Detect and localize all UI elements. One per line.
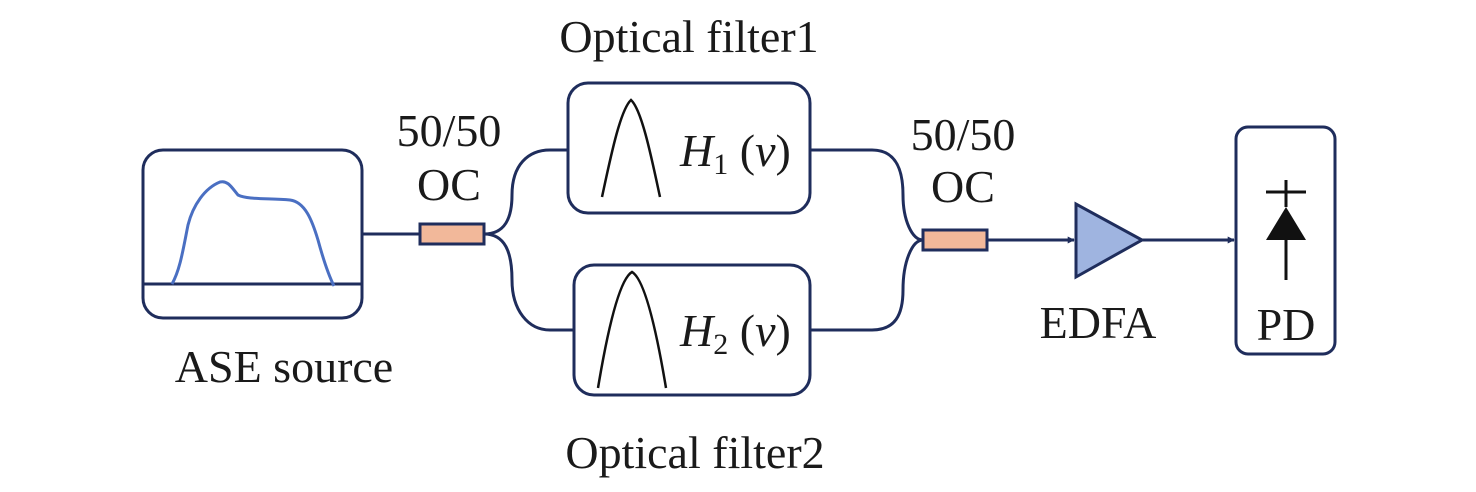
- h1-symbol: H: [680, 125, 714, 176]
- diode-icon: [1266, 207, 1306, 240]
- ase-spectrum-curve: [170, 180, 336, 287]
- output-coupler-name: OC: [931, 161, 995, 212]
- filter1-response-curve: [600, 98, 662, 198]
- fiber-filter2-to-coupler: [810, 238, 924, 332]
- input-coupler-ratio: 50/50: [396, 105, 502, 156]
- ase-source-block: [141, 148, 364, 320]
- ase-source-box: [141, 148, 364, 320]
- h2-argument: v: [755, 305, 776, 356]
- output-coupler-ratio: 50/50: [910, 109, 1016, 160]
- h1-argument: v: [755, 125, 776, 176]
- h2-symbol: H: [680, 305, 714, 356]
- fiber-coupler-to-filter1: [483, 148, 568, 236]
- h1-index: 1: [713, 148, 729, 181]
- ase-source-label: ASE source: [174, 341, 394, 392]
- optical-filter1-block: [566, 81, 812, 215]
- h2-index: 2: [713, 328, 729, 361]
- photodetector-block: [1234, 125, 1337, 356]
- fiber-coupler-to-filter2: [483, 232, 574, 332]
- filter2-transfer-function: H2 (v): [680, 305, 791, 361]
- pd-label: PD: [1256, 299, 1316, 350]
- filter2-label: Optical filter2: [565, 427, 825, 478]
- filter1-label: Optical filter1: [559, 11, 819, 62]
- edfa-label: EDFA: [1039, 297, 1157, 348]
- optical-filter2-box: [572, 263, 812, 397]
- fiber-filter1-to-coupler: [810, 148, 924, 242]
- optical-filter1-box: [566, 81, 812, 215]
- input-coupler: [418, 222, 486, 246]
- output-coupler: [921, 228, 989, 252]
- input-coupler-name: OC: [417, 159, 481, 210]
- fiber-paths: [362, 148, 1235, 332]
- optical-filter2-block: [572, 263, 812, 397]
- edfa-triangle: [1074, 201, 1146, 280]
- filter1-transfer-function: H1 (v): [680, 125, 791, 181]
- filter2-response-curve: [596, 270, 668, 389]
